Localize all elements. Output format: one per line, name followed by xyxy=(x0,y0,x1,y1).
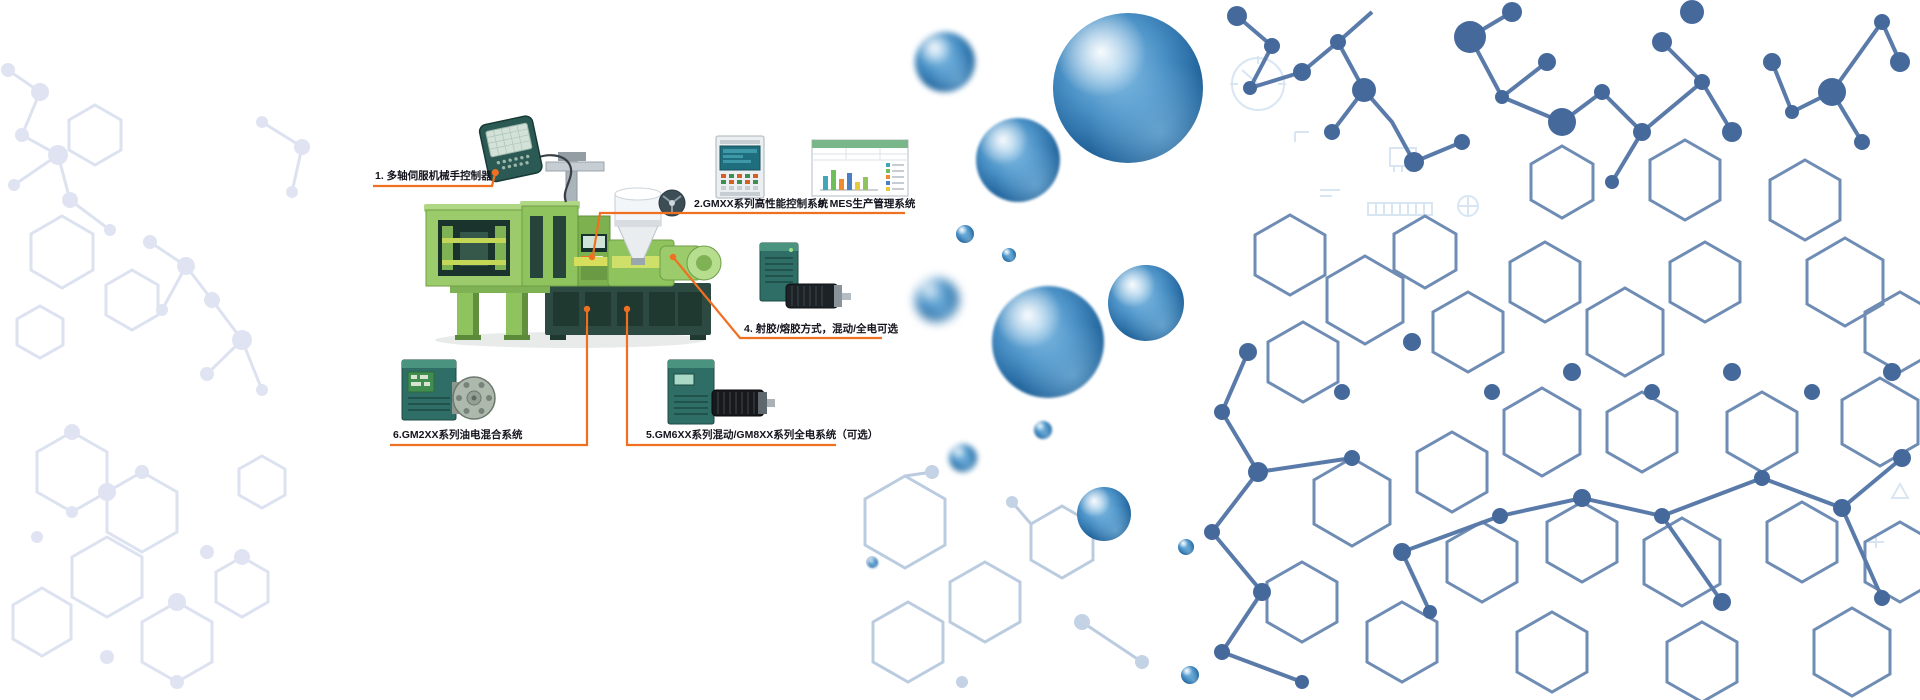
annotation-label-3: 3. MES生产管理系统 xyxy=(818,198,916,210)
decor-sphere xyxy=(1053,13,1203,163)
decor-sphere xyxy=(1077,487,1131,541)
decor-sphere xyxy=(1178,539,1194,555)
machine-shadow xyxy=(435,332,705,348)
molecule-nodes-right xyxy=(1204,0,1911,689)
machine-diagram xyxy=(373,115,909,447)
hybrid-system-thumbnail xyxy=(667,359,775,425)
vent-fan xyxy=(658,189,686,217)
decor-sphere xyxy=(1002,248,1016,262)
decor-sphere xyxy=(976,118,1060,202)
decor-sphere xyxy=(915,278,959,322)
annotation-label-1: 1. 多轴伺服机械手控制器 xyxy=(375,170,492,182)
molecule-nodes-mid-light xyxy=(866,465,1149,688)
watermark-icons xyxy=(1230,56,1910,548)
controller-orange-dot xyxy=(491,169,499,177)
annotation-label-6: 6.GM2XX系列油电混合系统 xyxy=(393,429,523,441)
material-hopper xyxy=(614,187,662,265)
robot-controller-thumbnail xyxy=(478,115,543,183)
servo-drive-thumbnail xyxy=(759,242,851,309)
decor-sphere xyxy=(956,225,974,243)
decor-sphere xyxy=(868,558,878,568)
callout-connector-lines xyxy=(373,173,905,447)
controller-cable xyxy=(535,154,573,203)
decor-sphere xyxy=(1108,265,1184,341)
injection-molding-machine-illustration xyxy=(424,152,722,340)
molecule-nodes-left xyxy=(1,63,310,689)
annotation-label-5: 5.GM6XX系列混动/GM8XX系列全电系统（可选） xyxy=(646,429,879,441)
molecule-hexagons-right xyxy=(1253,138,1920,700)
annotation-label-2: 2.GMXX系列高性能控制系统 xyxy=(694,198,829,210)
decor-sphere xyxy=(1034,421,1052,439)
annotation-label-4: 4. 射胶/熔胶方式，混动/全电可选 xyxy=(744,323,899,335)
mes-screen-thumbnail xyxy=(811,139,909,197)
oil-electric-thumbnail xyxy=(401,359,496,421)
decor-sphere xyxy=(1181,666,1199,684)
callout-anchor-dots xyxy=(583,253,677,313)
decor-sphere xyxy=(992,286,1104,398)
hmi-panel-thumbnail xyxy=(715,135,765,199)
decor-sphere xyxy=(949,444,977,472)
decor-sphere xyxy=(915,32,975,92)
